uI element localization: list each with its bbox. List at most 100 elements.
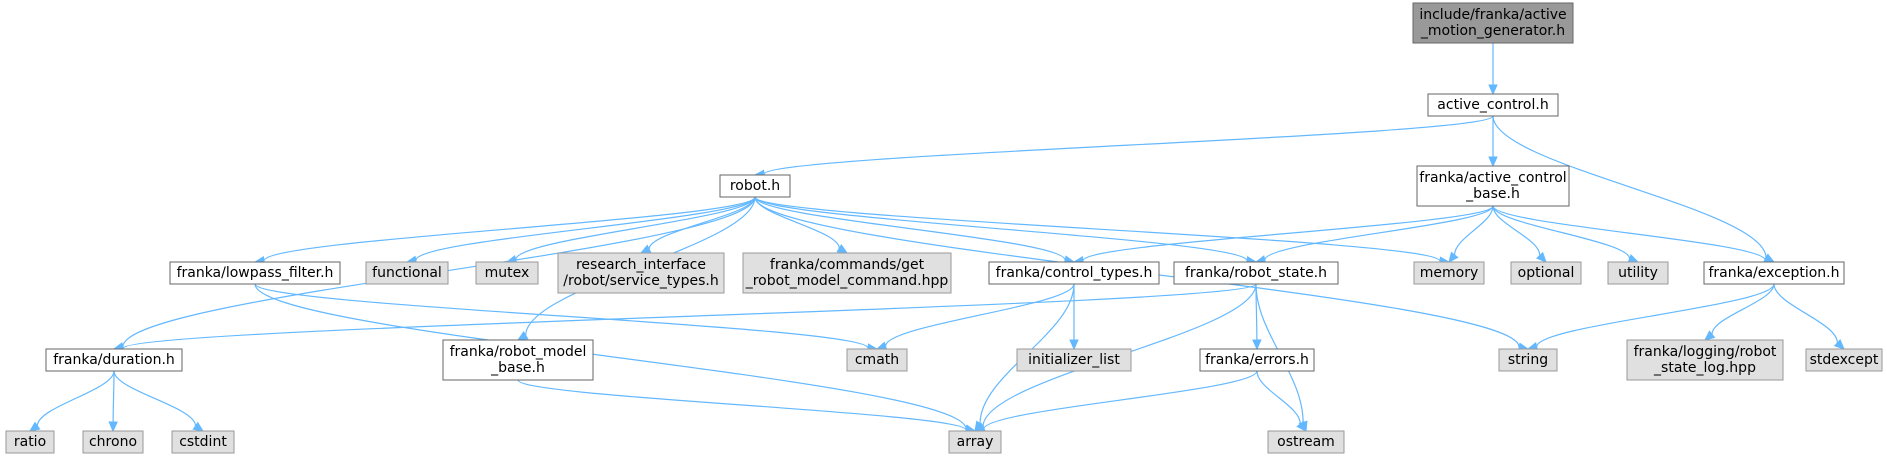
- edge-acb-to-utility: [1492, 205, 1631, 259]
- node-array: array: [948, 430, 1002, 454]
- node-label-mutex-0: mutex: [485, 265, 530, 281]
- edge-errors-to-array: [983, 370, 1258, 430]
- node-box-robot_model[interactable]: [442, 339, 594, 381]
- node-errors[interactable]: franka/errors.h: [1199, 348, 1315, 372]
- node-mutex: mutex: [475, 261, 539, 285]
- node-box-root[interactable]: [1412, 2, 1574, 44]
- arrowhead-duration-to-chrono: [108, 421, 118, 433]
- node-robot[interactable]: robot.h: [719, 174, 791, 198]
- node-robot_state[interactable]: franka/robot_state.h: [1173, 261, 1339, 285]
- node-exception[interactable]: franka/exception.h: [1703, 261, 1845, 285]
- node-chrono: chrono: [82, 430, 144, 454]
- arrowhead-exception-to-logging: [1704, 330, 1716, 341]
- node-label-stdexcept-0: stdexcept: [1810, 352, 1879, 368]
- node-box-control_types[interactable]: [988, 261, 1160, 285]
- node-box-mutex: [475, 261, 539, 285]
- node-box-ratio: [5, 430, 55, 454]
- node-label-memory-0: memory: [1420, 265, 1479, 281]
- arrowhead-robot_state-to-errors: [1252, 339, 1262, 351]
- edge-acb-to-control_types: [1082, 205, 1494, 262]
- node-label-chrono-0: chrono: [89, 434, 137, 450]
- node-label-ostream-0: ostream: [1277, 434, 1335, 450]
- node-robot_model[interactable]: franka/robot_model_base.h: [442, 339, 594, 381]
- node-box-commands: [742, 252, 952, 294]
- node-box-research: [557, 252, 725, 294]
- node-cstdint: cstdint: [171, 430, 235, 454]
- node-stdexcept: stdexcept: [1805, 348, 1883, 372]
- arrowhead-exception-to-stdexcept: [1833, 339, 1845, 350]
- node-research: research_interface/robot/service_types.h: [557, 252, 725, 294]
- node-label-research-1: /robot/service_types.h: [563, 273, 718, 289]
- node-box-init_list: [1016, 348, 1132, 372]
- node-utility: utility: [1607, 261, 1669, 285]
- edge-errors-to-ostream: [1256, 370, 1301, 425]
- edge-duration-to-cstdint: [113, 370, 197, 427]
- node-control_types[interactable]: franka/control_types.h: [988, 261, 1160, 285]
- node-lowpass[interactable]: franka/lowpass_filter.h: [169, 261, 341, 285]
- node-box-ostream: [1267, 430, 1345, 454]
- node-label-control_types-0: franka/control_types.h: [996, 265, 1153, 281]
- node-box-stdexcept: [1805, 348, 1883, 372]
- arrowhead-control_types-to-init_list: [1069, 339, 1079, 351]
- node-box-duration[interactable]: [45, 348, 183, 372]
- node-init_list: initializer_list: [1016, 348, 1132, 372]
- node-acb[interactable]: franka/active_control_base.h: [1416, 165, 1570, 207]
- node-label-root-0: include/franka/active: [1419, 7, 1566, 23]
- edge-robot-to-functional: [415, 196, 756, 261]
- edge-acb-to-memory: [1453, 205, 1494, 256]
- node-box-robot[interactable]: [719, 174, 791, 198]
- edge-robot-to-robot_state: [754, 196, 1248, 262]
- arrowhead-errors-to-ostream: [1296, 420, 1307, 432]
- node-duration[interactable]: franka/duration.h: [45, 348, 183, 372]
- arrowhead-acb-to-optional: [1536, 251, 1547, 263]
- node-label-utility-0: utility: [1618, 265, 1658, 281]
- node-label-exception-0: franka/exception.h: [1708, 265, 1839, 281]
- node-label-duration-0: franka/duration.h: [53, 352, 175, 368]
- node-box-logging: [1626, 339, 1784, 381]
- node-box-acb[interactable]: [1416, 165, 1570, 207]
- edge-exception-to-logging: [1711, 283, 1775, 335]
- node-label-functional-0: functional: [372, 265, 442, 281]
- node-functional: functional: [365, 261, 449, 285]
- edge-robot-to-lowpass: [263, 196, 756, 262]
- node-box-exception[interactable]: [1703, 261, 1845, 285]
- edge-robot_state-to-duration: [122, 283, 1257, 350]
- node-label-robot_model-1: _base.h: [490, 360, 545, 376]
- node-label-lowpass-0: franka/lowpass_filter.h: [177, 265, 334, 281]
- node-label-robot_model-0: franka/robot_model: [450, 344, 587, 360]
- node-optional: optional: [1510, 261, 1582, 285]
- node-box-utility: [1607, 261, 1669, 285]
- node-box-cstdint: [171, 430, 235, 454]
- node-box-cmath: [846, 348, 908, 372]
- edge-robot_model-to-array: [517, 379, 967, 431]
- node-box-errors[interactable]: [1199, 348, 1315, 372]
- arrowhead-duration-to-cstdint: [192, 421, 205, 432]
- node-label-logging-0: franka/logging/robot: [1634, 344, 1777, 360]
- node-box-string: [1498, 348, 1558, 372]
- node-box-robot_state[interactable]: [1173, 261, 1339, 285]
- node-label-robot_state-0: franka/robot_state.h: [1185, 265, 1327, 281]
- edge-robot-to-mutex: [515, 196, 756, 260]
- edge-acb-to-exception: [1492, 205, 1766, 261]
- node-box-active_control[interactable]: [1427, 93, 1559, 117]
- edge-duration-to-chrono: [112, 370, 115, 423]
- node-active_control[interactable]: active_control.h: [1427, 93, 1559, 117]
- node-label-string-0: string: [1508, 352, 1548, 368]
- node-ostream: ostream: [1267, 430, 1345, 454]
- arrowhead-robot-to-robot_model: [516, 331, 529, 341]
- edge-acb-to-optional: [1492, 205, 1541, 256]
- edge-acb-to-robot_state: [1264, 205, 1494, 261]
- edge-active_control-to-robot: [763, 115, 1494, 175]
- node-root[interactable]: include/franka/active_motion_generator.h: [1412, 2, 1574, 44]
- node-label-root-1: _motion_generator.h: [1420, 23, 1565, 39]
- node-cmath: cmath: [846, 348, 908, 372]
- node-box-lowpass[interactable]: [169, 261, 341, 285]
- arrowhead-robot-to-commands: [836, 243, 849, 254]
- node-string: string: [1498, 348, 1558, 372]
- node-label-logging-1: _state_log.hpp: [1653, 360, 1756, 376]
- arrowhead-acb-to-utility: [1627, 254, 1640, 264]
- edge-exception-to-string: [1536, 283, 1775, 347]
- node-label-init_list-0: initializer_list: [1028, 352, 1120, 368]
- node-label-optional-0: optional: [1518, 265, 1575, 281]
